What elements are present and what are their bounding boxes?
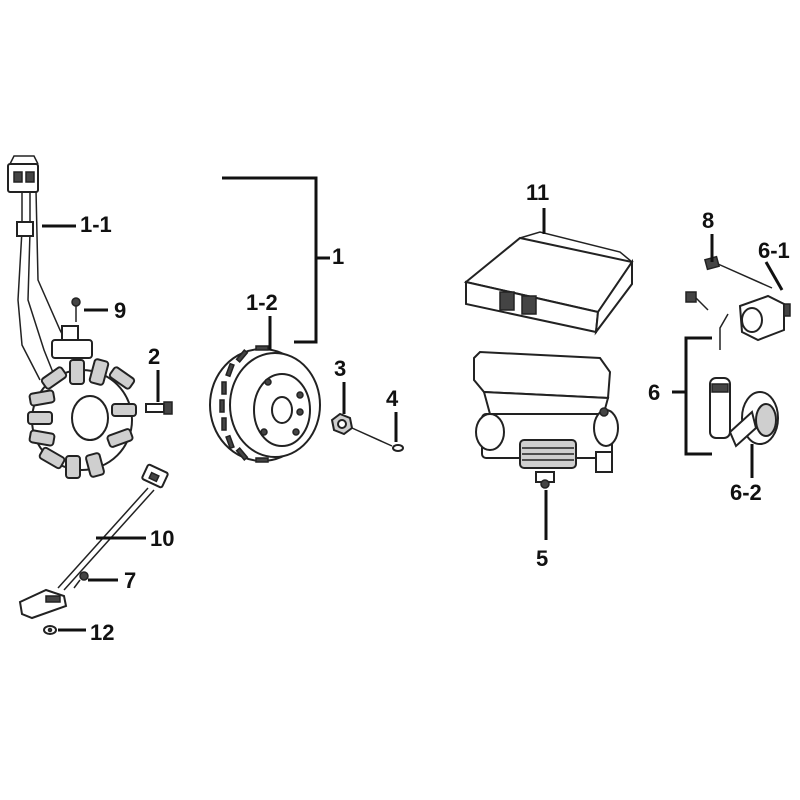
- sensor-6-1: [719, 294, 791, 350]
- callout-6-2: 6-2: [730, 480, 762, 505]
- callout-1-1: 1-1: [80, 212, 112, 237]
- callout-8: 8: [702, 208, 714, 233]
- callout-7: 7: [124, 568, 136, 593]
- callout-3: 3: [334, 356, 346, 381]
- callout-1: 1: [332, 244, 344, 269]
- callout-6: 6: [648, 380, 660, 405]
- bracket-1: [222, 176, 318, 344]
- nut-3: [330, 412, 354, 436]
- bolt-2: [145, 401, 173, 415]
- fitting-6-2: [709, 377, 779, 448]
- callout-9: 9: [114, 298, 126, 323]
- bolts-8: [685, 255, 773, 311]
- screw-7: [73, 571, 89, 589]
- flywheel: [209, 345, 321, 463]
- washer-12: [43, 625, 57, 635]
- callout-1-2: 1-2: [246, 290, 278, 315]
- bracket-6: [684, 336, 712, 456]
- flywheel-slots: [219, 345, 269, 463]
- bolt-9: [71, 297, 81, 322]
- callout-5: 5: [536, 546, 548, 571]
- pickup-sensor-10: [18, 463, 169, 620]
- callout-4: 4: [386, 386, 399, 411]
- callout-10: 10: [150, 526, 174, 551]
- throttle-body-5: [473, 350, 619, 489]
- stator-assembly: [7, 155, 137, 479]
- washer-4: [392, 444, 404, 452]
- stator-poles: [27, 358, 137, 479]
- callout-12: 12: [90, 620, 114, 645]
- callout-11: 11: [526, 180, 549, 205]
- ecu-cover-11: [463, 231, 634, 336]
- callout-6-1: 6-1: [758, 238, 790, 263]
- callout-2: 2: [148, 344, 160, 369]
